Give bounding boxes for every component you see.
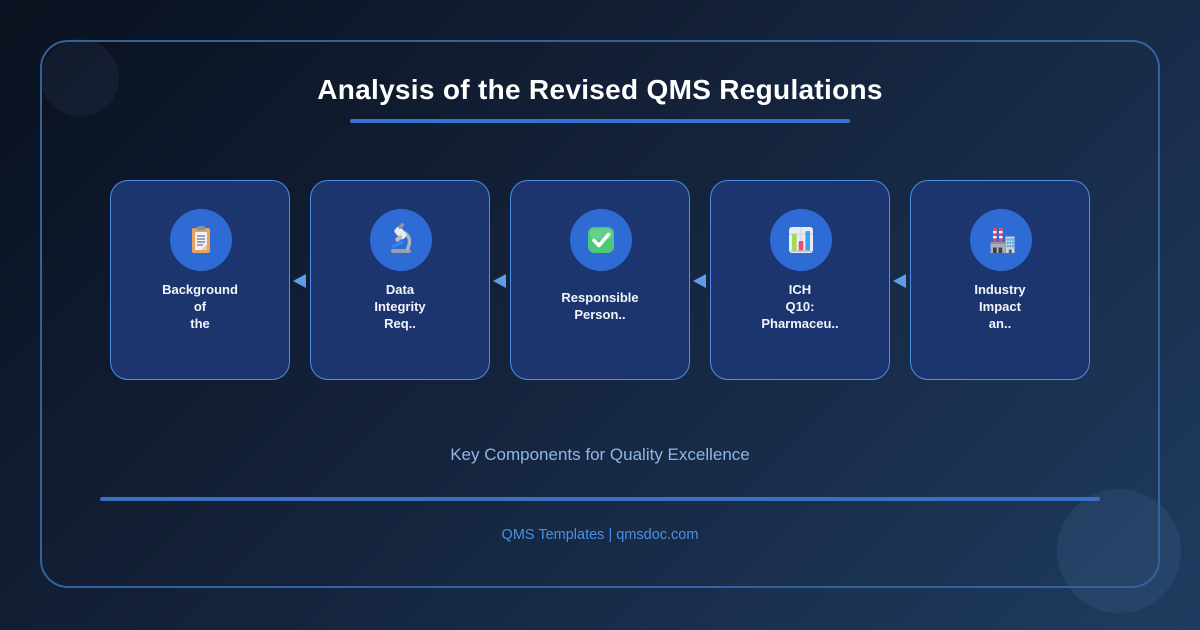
content-frame (40, 40, 1160, 588)
icon-circle (370, 209, 432, 271)
icon-circle (770, 209, 832, 271)
microscope-icon (391, 223, 412, 253)
check-mark-icon (588, 227, 614, 253)
card-label: ICH Q10: Pharmaceu.. (761, 281, 839, 331)
flow-card-background: Background of the (110, 180, 290, 380)
clipboard-icon (192, 226, 210, 253)
icon-circle (170, 209, 232, 271)
icon-circle (970, 209, 1032, 271)
icon-circle (570, 209, 632, 271)
card-label: Background of the (162, 281, 238, 331)
card-label: Responsible Person.. (561, 290, 639, 322)
flow-card-ich-q10: ICH Q10: Pharmaceu.. (710, 180, 890, 380)
flow-card-industry-impact: Industry Impact an.. (910, 180, 1090, 380)
decorative-circle-bottom-right (1057, 489, 1181, 613)
left-arrow-icon (893, 274, 906, 288)
flow-card-responsible-person: Responsible Person.. (510, 180, 690, 380)
footer-credit: QMS Templates | qmsdoc.com (501, 527, 699, 543)
card-label: Data Integrity Req.. (374, 281, 426, 331)
subtitle: Key Components for Quality Excellence (450, 445, 750, 464)
left-arrow-icon (693, 274, 706, 288)
title-underline (350, 119, 850, 123)
left-arrow-icon (493, 274, 506, 288)
factory-icon (990, 228, 1015, 253)
footer-divider (100, 497, 1100, 501)
card-label: Industry Impact an.. (974, 281, 1026, 331)
bar-chart-icon (789, 227, 813, 253)
left-arrow-icon (293, 274, 306, 288)
page-title: Analysis of the Revised QMS Regulations (317, 74, 883, 105)
flow-card-data-integrity: Data Integrity Req.. (310, 180, 490, 380)
